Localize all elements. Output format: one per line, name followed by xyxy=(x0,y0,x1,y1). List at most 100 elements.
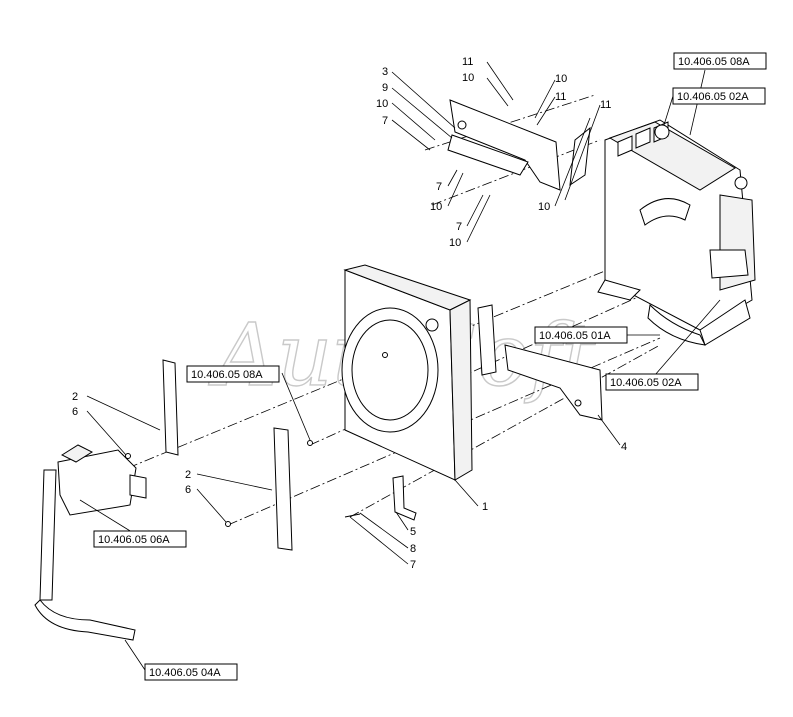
ref-text-r08a-fan: 10.406.05 08A xyxy=(191,369,263,381)
plate-hole xyxy=(457,120,467,130)
ref-text-r02a-top: 10.406.05 02A xyxy=(677,91,749,103)
callout-5: 5 xyxy=(410,526,416,538)
callout-10c: 10 xyxy=(449,237,461,249)
leader-10e xyxy=(534,79,556,119)
leader-7b xyxy=(447,169,458,187)
callout-2a: 2 xyxy=(72,391,78,403)
fastener-6a xyxy=(125,453,131,459)
vertical-seal-strips xyxy=(125,359,313,551)
fastener-6b xyxy=(225,521,231,527)
callout-11b: 11 xyxy=(555,91,566,103)
leader-7d xyxy=(349,516,409,565)
seal-strip-lower xyxy=(273,427,293,551)
ref-box-r02a-top[interactable]: 10.406.05 02A xyxy=(672,87,766,105)
callout-7b: 7 xyxy=(436,181,442,193)
leader-11c xyxy=(564,104,601,201)
small-bracket xyxy=(344,475,417,521)
leader-5 xyxy=(395,511,409,531)
leader-6a xyxy=(86,410,127,456)
callout-10a: 10 xyxy=(376,98,388,110)
leader-r02a-right xyxy=(654,299,721,376)
callout-10f: 10 xyxy=(538,201,550,213)
expansion-tank-assembly xyxy=(34,444,147,641)
leader-10c xyxy=(466,194,491,243)
lower-coolant-hose xyxy=(34,599,136,641)
leader-4 xyxy=(597,414,621,446)
bolt-7 xyxy=(344,513,361,518)
ref-box-r06a[interactable]: 10.406.05 06A xyxy=(93,530,187,548)
callout-10b: 10 xyxy=(430,201,442,213)
callout-6a: 6 xyxy=(72,406,78,418)
seal-strip-upper xyxy=(162,359,179,456)
leader-10a xyxy=(391,102,436,141)
centerline-top-a xyxy=(424,94,596,151)
leader-lines xyxy=(79,61,721,671)
callout-11c: 11 xyxy=(600,99,611,111)
radiator-assembly xyxy=(597,119,756,346)
leader-r08a-fan xyxy=(281,372,311,441)
fan-shroud xyxy=(341,264,473,481)
leader-1 xyxy=(454,479,479,507)
leader-11b xyxy=(536,96,556,126)
shroud-inner-ring xyxy=(351,319,429,421)
bracket-body xyxy=(392,475,417,521)
callout-7d: 7 xyxy=(410,559,416,571)
leader-6b xyxy=(196,488,227,523)
leader-10b xyxy=(447,172,464,207)
leader-r02a-top xyxy=(663,95,674,126)
ref-text-r06a: 10.406.05 06A xyxy=(98,534,170,546)
leader-8 xyxy=(359,512,409,549)
top-side-strip xyxy=(569,126,591,187)
callout-2b: 2 xyxy=(185,469,191,481)
leader-r04a xyxy=(124,639,146,671)
leader-2b xyxy=(196,473,273,491)
ref-text-r02a-right: 10.406.05 02A xyxy=(610,377,682,389)
callout-8: 8 xyxy=(410,543,416,555)
expansion-tank xyxy=(57,449,137,516)
ref-text-r04a: 10.406.05 04A xyxy=(149,667,221,679)
leader-2a xyxy=(86,395,161,431)
callout-7a: 7 xyxy=(382,115,388,127)
ref-box-r04a[interactable]: 10.406.05 04A xyxy=(144,663,238,681)
shroud-center-mark xyxy=(382,352,388,358)
radiator-foot-left xyxy=(597,279,641,301)
ref-text-r08a: 10.406.05 08A xyxy=(678,56,750,68)
ref-box-r02a-right[interactable]: 10.406.05 02A xyxy=(605,373,699,391)
tank-mount xyxy=(129,474,147,499)
top-cover-plates xyxy=(447,99,591,191)
radiator-cap xyxy=(654,124,670,140)
callout-10d: 10 xyxy=(462,72,474,84)
callout-4: 4 xyxy=(621,441,627,453)
radiator-bracket xyxy=(709,249,749,279)
top-cover-plate xyxy=(449,99,561,191)
leader-7c xyxy=(466,194,484,227)
callout-7c: 7 xyxy=(456,221,462,233)
ref-text-r01a: 10.406.05 01A xyxy=(539,330,611,342)
expansion-cap xyxy=(734,176,748,190)
callout-3: 3 xyxy=(382,66,388,78)
ref-box-r08a-fan[interactable]: 10.406.05 08A xyxy=(186,365,280,383)
callout-1: 1 xyxy=(482,501,488,513)
callout-numbers: 1 2 2 3 4 5 6 6 7 7 7 7 8 9 10 10 10 10 … xyxy=(72,56,627,571)
leader-10d xyxy=(486,77,509,107)
overflow-pipe xyxy=(39,469,57,601)
shroud-bolt-hole xyxy=(425,318,439,332)
leader-9 xyxy=(391,87,453,139)
callout-9: 9 xyxy=(382,82,388,94)
ref-box-r01a[interactable]: 10.406.05 01A xyxy=(534,326,628,344)
ref-box-r08a[interactable]: 10.406.05 08A xyxy=(673,52,767,70)
leader-7a xyxy=(391,119,431,151)
side-seal-upper-strip xyxy=(477,304,497,376)
tank-cap xyxy=(60,444,94,463)
leader-10f xyxy=(554,117,591,207)
callout-6b: 6 xyxy=(185,484,191,496)
upper-hose xyxy=(639,198,691,226)
fastener-shroud xyxy=(307,440,313,446)
side-seal-hole xyxy=(574,399,582,407)
shroud-side-edge xyxy=(449,299,473,481)
side-seal-panel xyxy=(477,304,603,421)
top-seal-strip xyxy=(447,134,529,176)
callout-10e: 10 xyxy=(555,73,567,85)
leader-11a xyxy=(486,61,514,101)
